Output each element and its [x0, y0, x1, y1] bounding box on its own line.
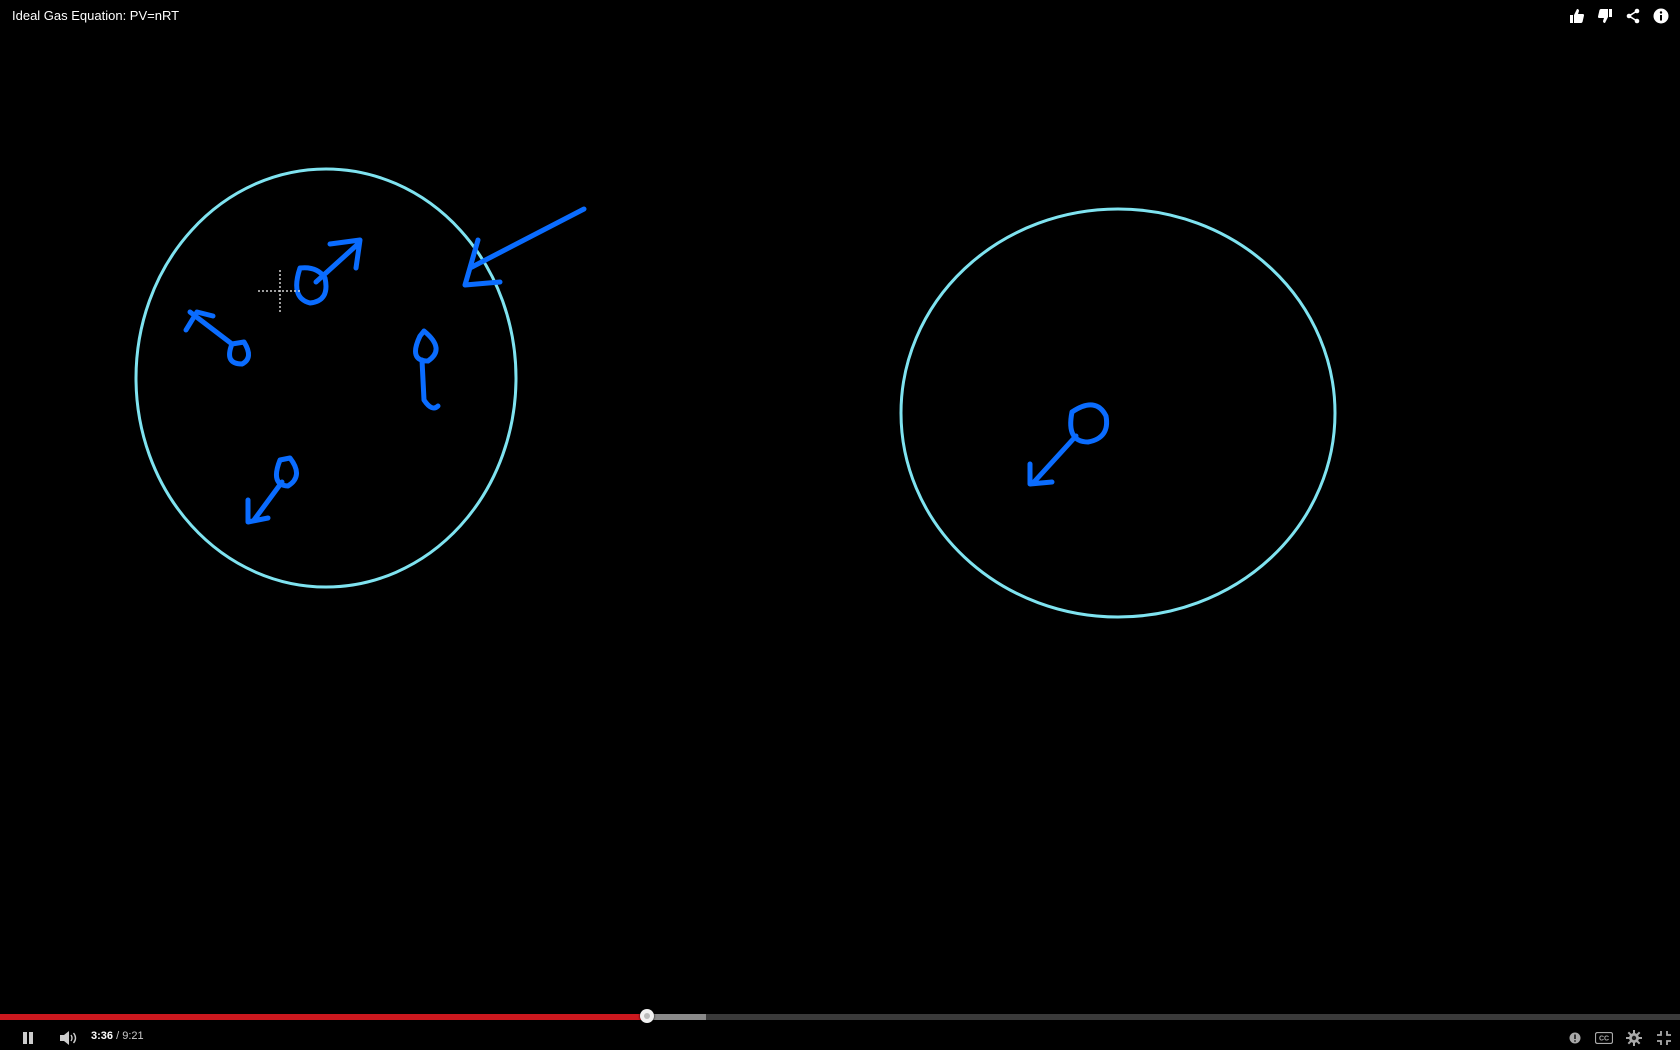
progress-bar[interactable]: [0, 1009, 1680, 1023]
exit-fullscreen-icon: [1657, 1031, 1671, 1045]
progress-scrubber[interactable]: [639, 1009, 654, 1023]
time-separator: /: [113, 1030, 123, 1042]
pause-icon: [23, 1032, 33, 1044]
molecule-2: [183, 309, 251, 367]
pause-button[interactable]: [18, 1027, 38, 1049]
annotation-arrow: [462, 206, 587, 288]
crosshair-cursor: [258, 270, 302, 313]
molecule-4: [245, 455, 299, 525]
video-frame[interactable]: [0, 0, 1680, 1010]
settings-button[interactable]: [1624, 1027, 1644, 1049]
current-time: 3:36: [91, 1030, 114, 1042]
molecule-1: [294, 237, 363, 306]
video-title[interactable]: Ideal Gas Equation: PV=nRT: [12, 8, 180, 23]
info-icon[interactable]: [1650, 6, 1672, 26]
gas-container-left: [134, 167, 518, 589]
annotations-icon: [1569, 1032, 1581, 1044]
volume-icon: [60, 1031, 77, 1045]
progress-played: [0, 1014, 647, 1020]
top-actions: [1566, 6, 1672, 26]
share-icon[interactable]: [1622, 6, 1644, 26]
time-display: 3:36 / 9:21: [91, 1030, 144, 1042]
fullscreen-button[interactable]: [1654, 1027, 1674, 1049]
gear-icon: [1626, 1030, 1642, 1046]
captions-button[interactable]: CC: [1592, 1027, 1616, 1049]
svg-text:CC: CC: [1599, 1036, 1609, 1043]
volume-button[interactable]: [58, 1027, 80, 1049]
captions-icon: CC: [1595, 1032, 1613, 1044]
duration: 9:21: [122, 1030, 144, 1042]
molecule-3: [413, 328, 441, 411]
molecule-5: [1027, 402, 1110, 487]
annotations-button[interactable]: [1566, 1027, 1584, 1049]
gas-container-right: [899, 207, 1337, 619]
like-icon[interactable]: [1566, 6, 1588, 26]
dislike-icon[interactable]: [1594, 6, 1616, 26]
